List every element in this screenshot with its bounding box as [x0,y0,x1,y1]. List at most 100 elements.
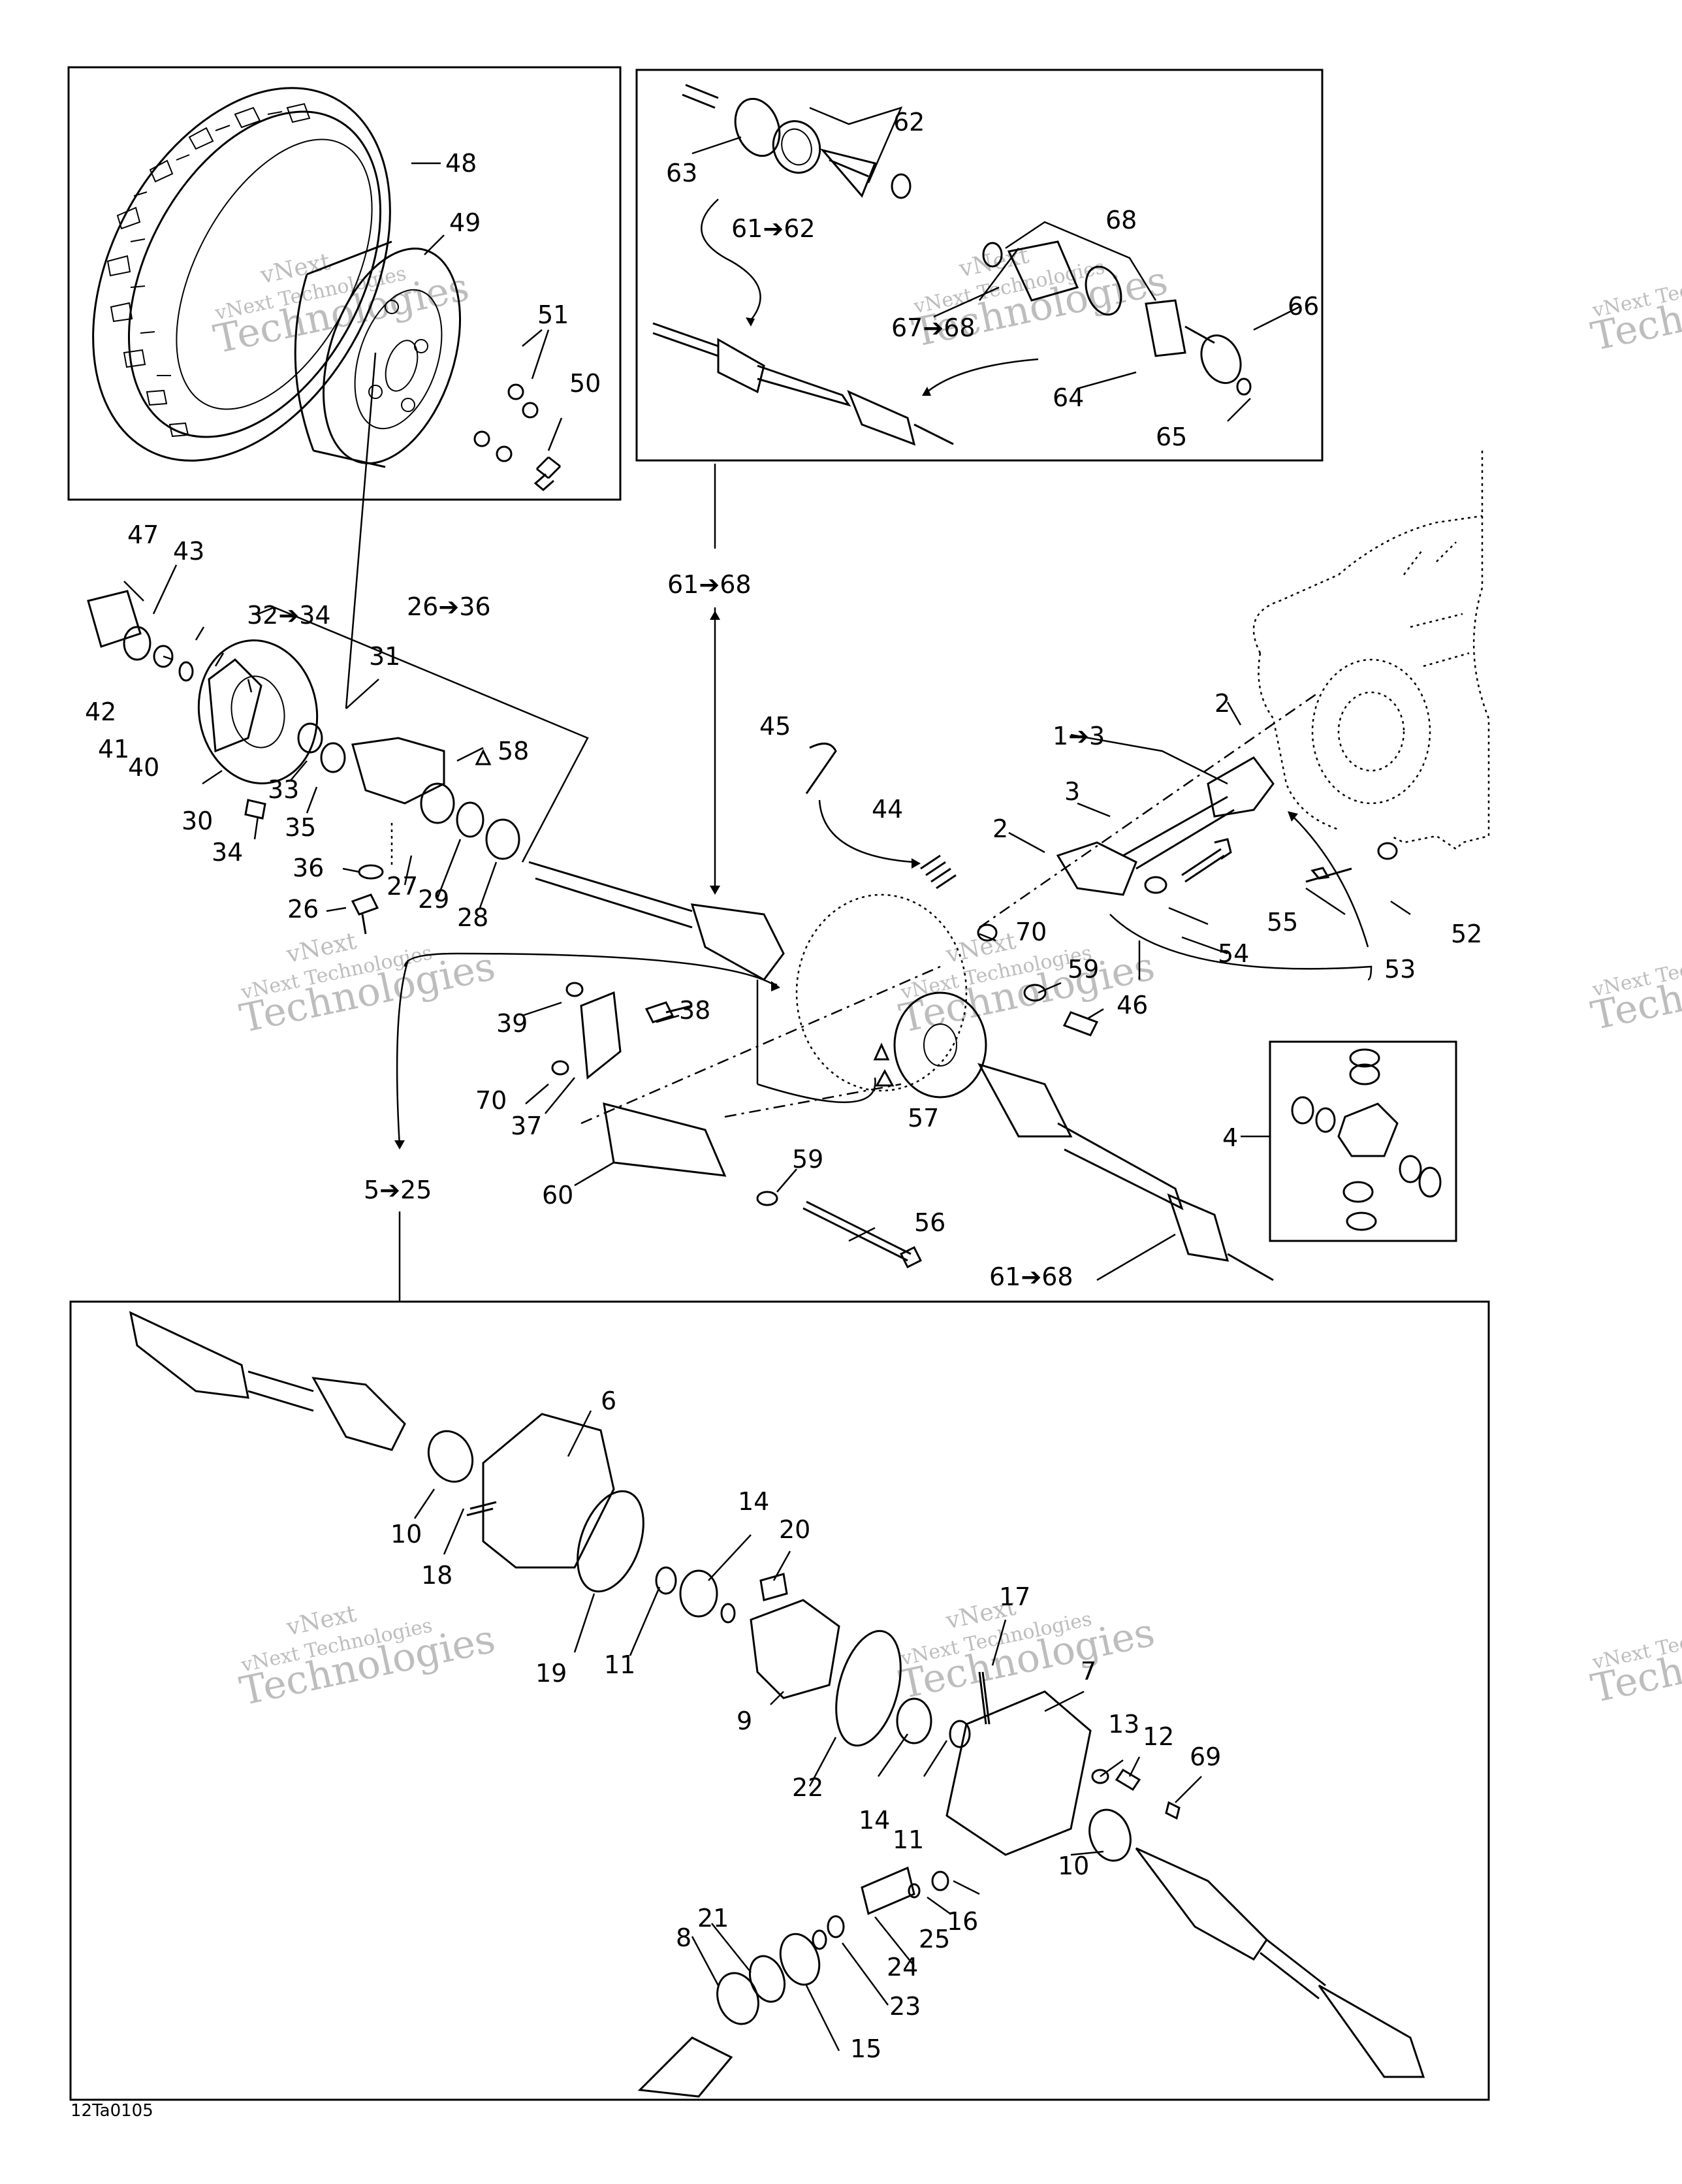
callout-34: 34 [212,838,243,867]
callout-11b: 11 [893,1825,924,1854]
hub-knuckle-illustrations [87,590,520,935]
callout-2b: 2 [992,814,1008,843]
callout-26: 26 [287,895,319,923]
watermark: vNext Technologies Technologies [1587,1611,1682,1712]
callout-15: 15 [850,2034,881,2063]
callout-62: 62 [893,108,925,136]
callout-69: 69 [1190,1742,1221,1771]
callout-61-68-bot: 61➔68 [989,1262,1073,1291]
callout-63: 63 [666,159,697,187]
callout-65: 65 [1156,423,1187,451]
callout-55: 55 [1267,908,1298,937]
callout-21: 21 [697,1904,729,1933]
callout-59a: 59 [1068,955,1099,984]
callout-64: 64 [1053,383,1084,412]
callout-13: 13 [1108,1710,1139,1739]
callout-11a: 11 [604,1650,635,1679]
watermark: vNext Technologies Technologies [1587,259,1682,360]
callout-32-34: 32➔34 [247,601,331,630]
callout-14b: 14 [859,1806,890,1835]
callout-19: 19 [535,1659,567,1688]
callout-51: 51 [537,300,569,329]
callout-5-25: 5➔25 [364,1176,432,1204]
callout-41: 41 [98,735,129,763]
callout-49: 49 [449,208,481,237]
callout-50: 50 [569,369,601,398]
callout-17: 17 [999,1582,1030,1611]
lug-nuts [473,383,539,462]
callout-33: 33 [268,775,299,804]
callout-39: 39 [496,1009,528,1038]
callout-35: 35 [285,813,316,842]
callout-14a: 14 [738,1487,769,1516]
callout-2a: 2 [1214,689,1230,718]
callout-6: 6 [601,1387,616,1415]
callout-12: 12 [1143,1722,1174,1751]
callout-18: 18 [421,1561,452,1590]
rim-illustration [294,240,462,468]
callout-66: 66 [1288,292,1319,321]
callout-56: 56 [914,1208,945,1237]
callout-40: 40 [128,753,159,782]
watermark: vNext vNext Technologies Technologies [210,248,473,362]
callout-28: 28 [457,903,488,932]
callout-61-68-top: 61➔68 [667,570,752,599]
callout-10a: 10 [390,1520,422,1549]
callout-labels: 48 49 51 50 62 63 61➔62 68 67➔68 66 64 6… [85,108,1482,2063]
watermarks: vNext vNext Technologies Technologies vN… [210,242,1682,1714]
callout-27: 27 [387,872,418,901]
callout-1-3: 1➔3 [1053,722,1105,750]
callout-25: 25 [919,1925,950,1953]
differential-panel [69,1300,1490,2101]
callout-26-36: 26➔36 [407,592,491,621]
callout-46: 46 [1117,991,1148,1020]
callout-29: 29 [418,885,449,914]
callout-42: 42 [85,698,116,726]
callout-47: 47 [127,521,159,549]
callout-48: 48 [445,149,477,178]
figure-code: 12Ta0105 [71,2101,153,2121]
callout-30: 30 [182,807,213,835]
universal-joint-panel [1269,1040,1457,1242]
watermark: vNext vNext Technologies Technologies [236,1600,499,1714]
watermark: vNext Technologies Technologies [1587,939,1682,1039]
callout-36: 36 [293,854,324,882]
callout-23: 23 [889,1992,921,2021]
callout-45: 45 [759,712,791,741]
callout-16: 16 [947,1907,978,1936]
callout-52: 52 [1451,920,1482,948]
callout-8: 8 [676,1923,691,1952]
callout-59b: 59 [792,1145,823,1174]
callout-67-68: 67➔68 [891,313,976,342]
callout-70b: 70 [475,1086,507,1115]
callout-60: 60 [542,1181,573,1210]
callout-3: 3 [1064,777,1080,806]
callout-58: 58 [498,737,529,765]
callout-31: 31 [369,642,400,671]
callout-24: 24 [887,1953,918,1982]
driveshaft-illustrations [394,691,1398,1281]
callout-70a: 70 [1015,918,1047,946]
callout-61-62: 61➔62 [731,214,816,243]
callout-54: 54 [1218,939,1249,968]
callout-7: 7 [1081,1657,1096,1686]
wheel-stud [533,456,562,491]
wheel-assembly [92,87,562,491]
callout-38: 38 [679,996,710,1025]
callout-4: 4 [1222,1123,1238,1152]
callout-43: 43 [173,537,204,566]
callout-10b: 10 [1058,1852,1089,1880]
engine-outline [1252,451,1490,850]
callout-37: 37 [511,1112,542,1140]
callout-57: 57 [908,1104,939,1132]
callout-20: 20 [779,1515,810,1544]
cv-joint-illustrations [652,84,1252,446]
wheel-panel [67,66,622,501]
callout-68: 68 [1105,206,1137,234]
universal-joint-illustration [1291,1048,1442,1231]
callout-9: 9 [737,1707,752,1735]
cv-joint-panel [635,69,1324,462]
leader-lines [123,106,1411,2051]
callout-44: 44 [872,795,903,824]
